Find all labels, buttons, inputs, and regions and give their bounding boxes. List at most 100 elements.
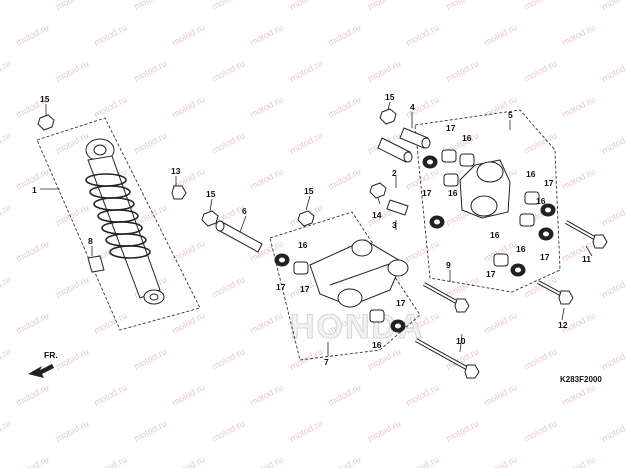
callout-16: 16: [490, 230, 500, 240]
watermark-text: motod.ru: [288, 130, 324, 156]
callout-16: 16: [372, 340, 382, 350]
watermark-text: motod.ru: [600, 0, 625, 12]
watermark-text: motod.ru: [444, 58, 480, 84]
nut-15-rod: [379, 108, 397, 125]
bearing-16-b: [459, 153, 475, 167]
watermark-text: motod.ru: [14, 382, 50, 408]
nut-15-arm: [297, 210, 315, 227]
watermark-text: motod.ru: [482, 94, 518, 120]
rear-shock-absorber: [36, 114, 201, 331]
watermark-text: motod.ru: [444, 0, 480, 12]
watermark-text: motod.ru: [288, 418, 324, 444]
watermark-text: motod.ru: [404, 382, 440, 408]
watermark-text: motod.ru: [170, 382, 206, 408]
callout-16: 16: [298, 240, 308, 250]
bearing-16-arm-left: [293, 261, 309, 275]
callout-5: 5: [508, 110, 513, 120]
callout-16: 16: [448, 188, 458, 198]
watermark-text: motod.ru: [0, 130, 12, 156]
watermark-text: motod.ru: [522, 130, 558, 156]
watermark-text: motod.ru: [560, 454, 596, 468]
bolt-11: [592, 234, 608, 249]
callout-17: 17: [446, 123, 456, 133]
diagram-code: K283F2000: [560, 375, 602, 384]
callout-10: 10: [456, 336, 466, 346]
watermark-text: motod.ru: [366, 0, 402, 12]
nut-15-left: [201, 210, 219, 227]
watermark-text: motod.ru: [170, 454, 206, 468]
bolt-12: [558, 290, 574, 305]
bearing-16-c: [443, 173, 459, 187]
watermark-text: motod.ru: [600, 274, 625, 300]
watermark-text: motod.ru: [522, 346, 558, 372]
watermark-text: motod.ru: [560, 94, 596, 120]
watermark-text: motod.ru: [248, 94, 284, 120]
watermark-text: motod.ru: [14, 22, 50, 48]
watermark-text: motod.ru: [54, 58, 90, 84]
callout-6: 6: [242, 206, 247, 216]
watermark-text: motod.ru: [210, 0, 246, 12]
arm-group-box: [269, 211, 421, 361]
bolts: [415, 220, 608, 379]
connecting-rod-assembly: [369, 108, 561, 293]
shock-spring: [85, 173, 151, 259]
bolt-10: [464, 364, 480, 379]
bolt-9: [454, 298, 470, 313]
watermark-text: motod.ru: [326, 94, 362, 120]
callout-7: 7: [324, 357, 329, 367]
watermark-text: motod.ru: [14, 310, 50, 336]
watermark-text: motod.ru: [366, 58, 402, 84]
watermark-text: motod.ru: [92, 454, 128, 468]
watermark-text: motod.ru: [600, 418, 625, 444]
watermark-text: motod.ru: [92, 382, 128, 408]
spacer-6: [217, 221, 263, 253]
watermark-text: motod.ru: [366, 346, 402, 372]
callout-3: 3: [392, 220, 397, 230]
watermark-text: motod.ru: [482, 22, 518, 48]
watermark-text: motod.ru: [404, 454, 440, 468]
watermark-text: motod.ru: [248, 310, 284, 336]
watermark-text: motod.ru: [54, 346, 90, 372]
callout-13: 13: [171, 166, 181, 176]
collar-4: [399, 127, 429, 149]
callout-15: 15: [304, 186, 314, 196]
bearing-16-a: [441, 149, 457, 163]
watermark-text: motod.ru: [560, 22, 596, 48]
watermark-text: motod.ru: [54, 130, 90, 156]
watermark-text: motod.ru: [92, 22, 128, 48]
callout-15: 15: [206, 189, 216, 199]
bearing-16-f: [493, 253, 509, 267]
watermark-text: motod.ru: [210, 58, 246, 84]
watermark-text: motod.ru: [54, 418, 90, 444]
watermark-text: motod.ru: [482, 310, 518, 336]
watermark-text: motod.ru: [482, 454, 518, 468]
callout-17: 17: [276, 282, 286, 292]
watermark-text: motod.ru: [600, 346, 625, 372]
callout-15: 15: [40, 94, 50, 104]
watermark-text: motod.ru: [248, 454, 284, 468]
bearing-16-e: [519, 213, 535, 227]
watermark-text: motod.ru: [522, 418, 558, 444]
callout-17: 17: [422, 188, 432, 198]
watermark-text: motod.ru: [210, 274, 246, 300]
callout-labels: 15 1 8 13 15 15 6 16 17 17 7 17 16 15 4 …: [32, 92, 591, 367]
watermark-text: motod.ru: [560, 166, 596, 192]
bolt-13: [171, 185, 187, 200]
callout-14: 14: [372, 210, 382, 220]
watermark-text: motod.ru: [210, 418, 246, 444]
arrow-icon: [28, 364, 54, 378]
watermark-text: motod.ru: [132, 0, 168, 12]
watermark-text: motod.ru: [326, 166, 362, 192]
watermark-text: motod.ru: [600, 130, 625, 156]
watermark-text: motod.ru: [92, 94, 128, 120]
watermark-text: motod.ru: [366, 418, 402, 444]
watermark-text: motod.ru: [54, 274, 90, 300]
rod-group-box: [414, 109, 561, 293]
watermark-text: motod.ru: [54, 202, 90, 228]
watermark-text: motod.ru: [54, 0, 90, 12]
watermark-text: motod.ru: [170, 310, 206, 336]
watermark-text: motod.ru: [482, 382, 518, 408]
watermark-text: motod.ru: [560, 382, 596, 408]
watermark-text: motod.ru: [0, 0, 12, 12]
